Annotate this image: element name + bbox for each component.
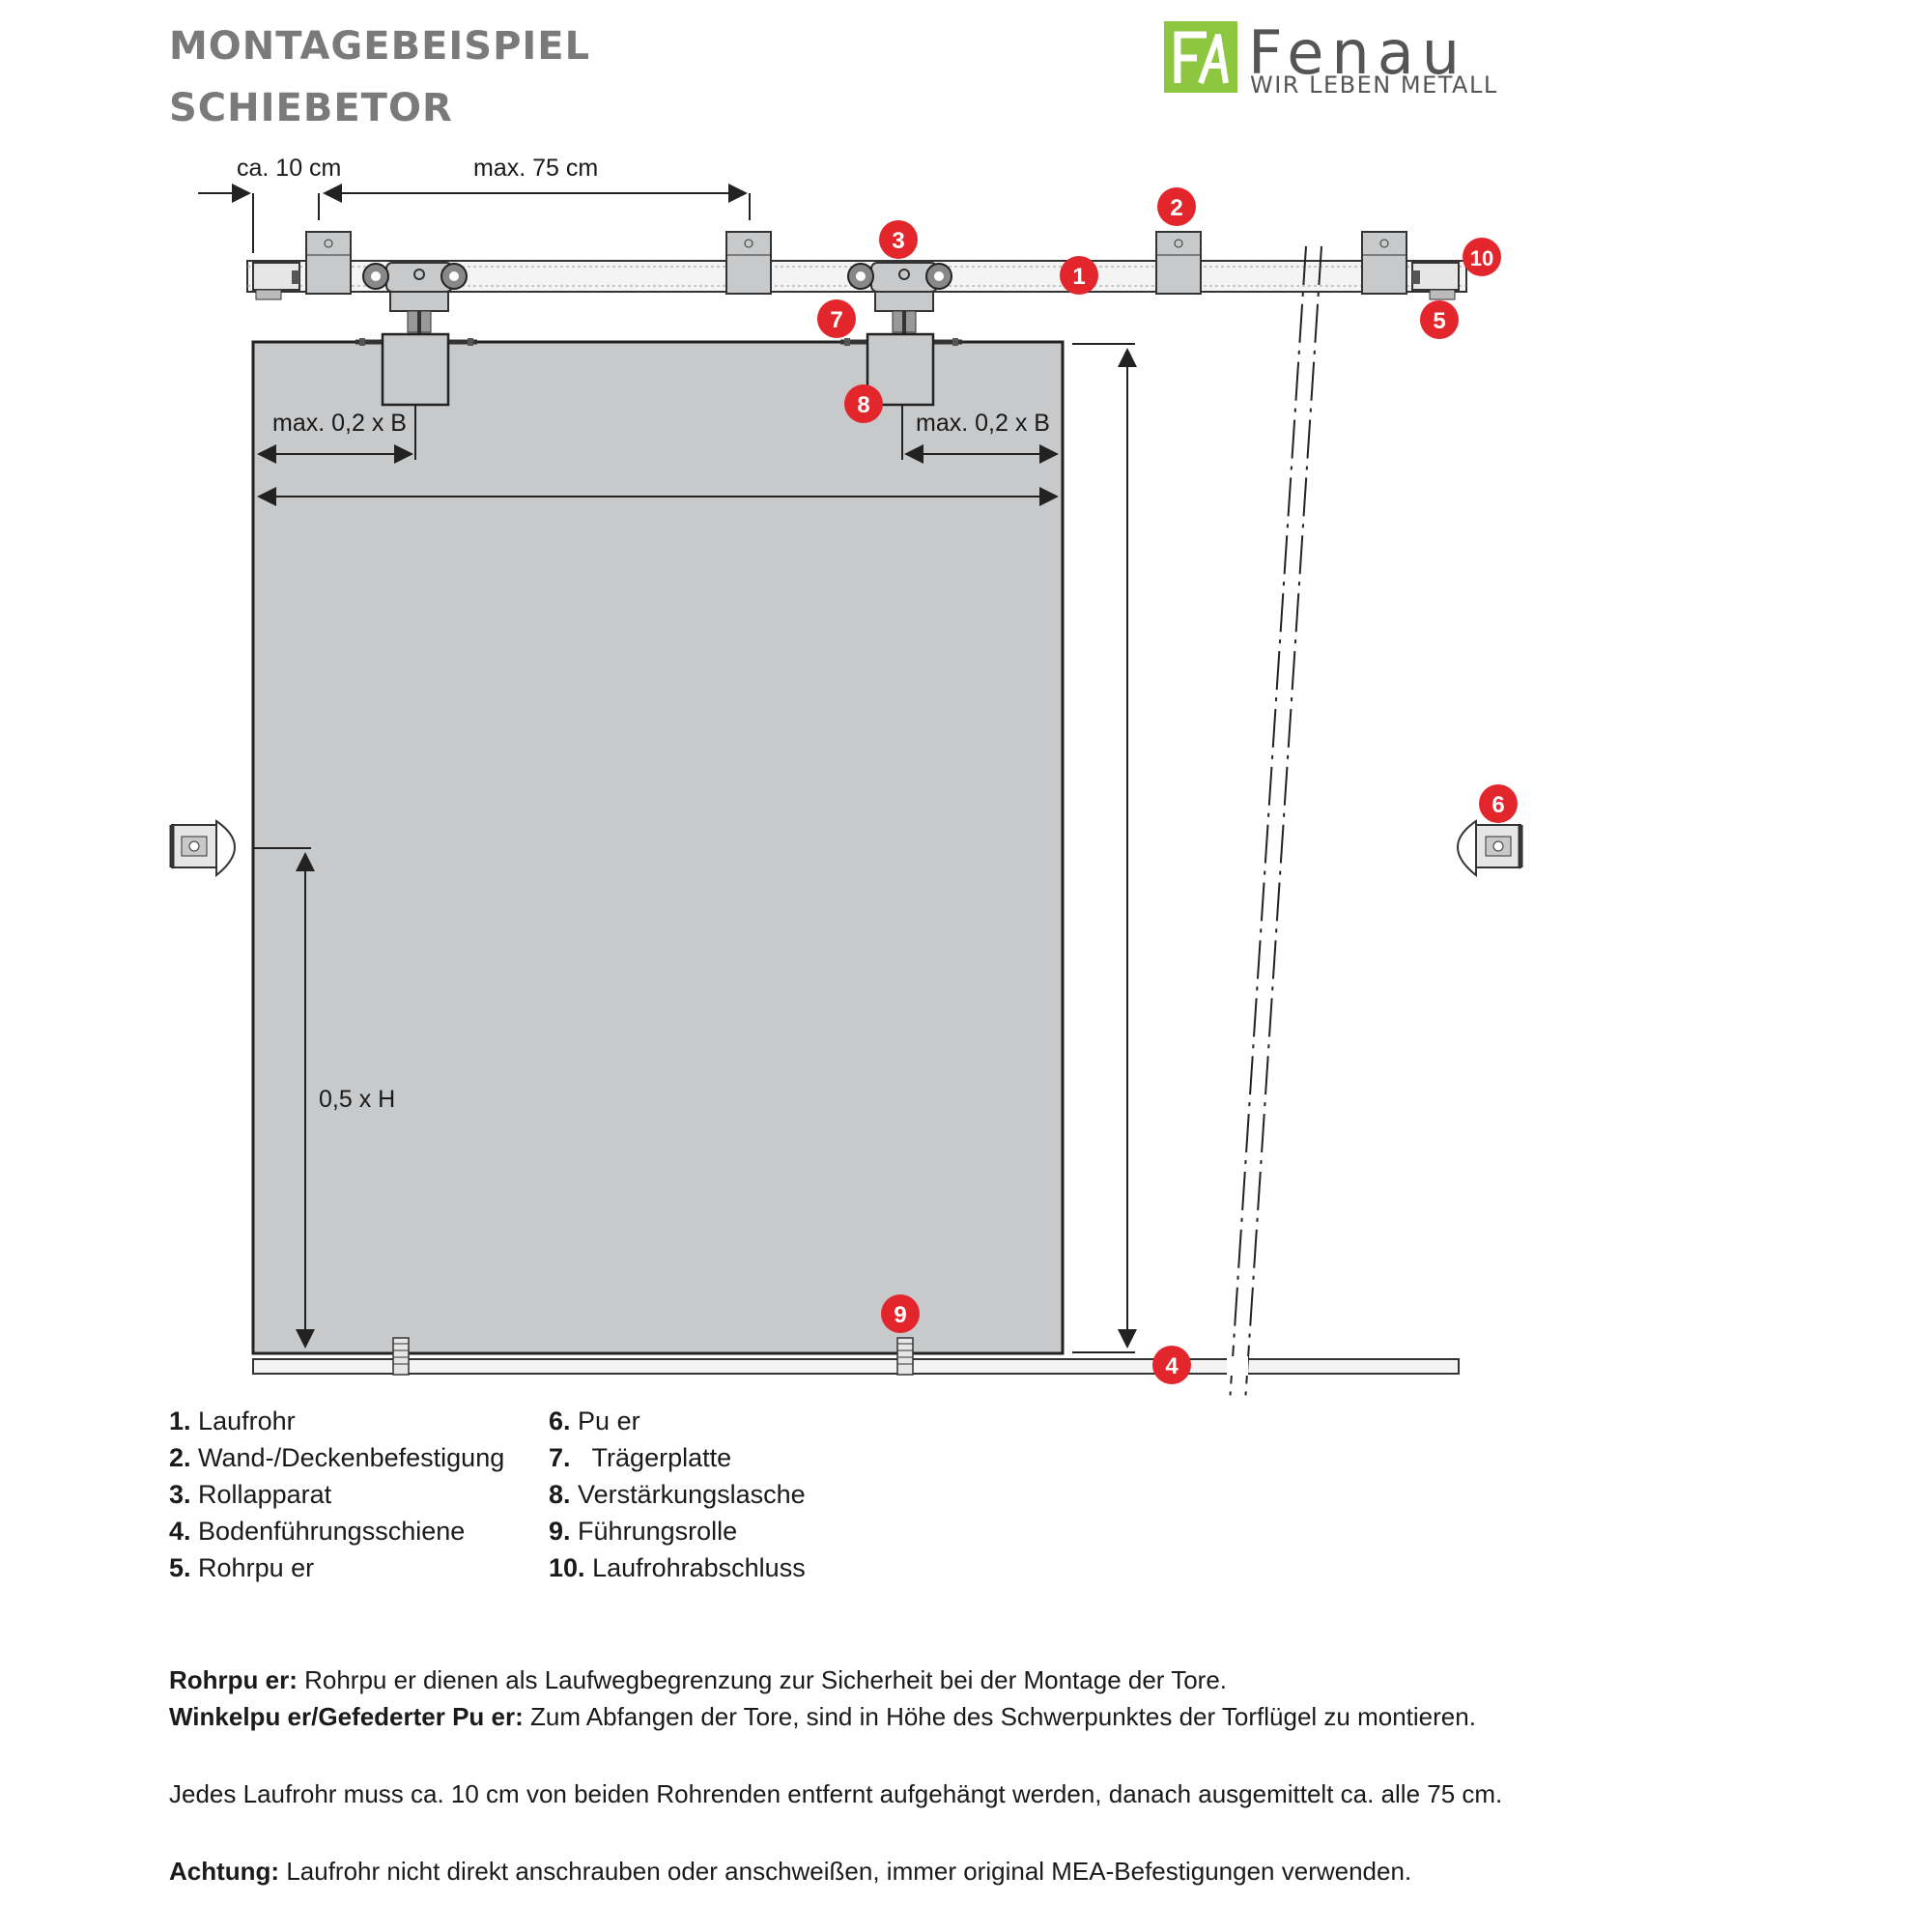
legend-item: 8. Verstärkungslasche (549, 1480, 806, 1509)
rail-end-stopper-right (1411, 262, 1460, 300)
callout-4: 4 (1152, 1346, 1191, 1384)
floor-guide-rail (252, 1358, 1460, 1375)
note-mounting-distance: Jedes Laufrohr muss ca. 10 cm von beiden… (169, 1779, 1503, 1808)
guide-roller-right (896, 1337, 914, 1376)
svg-text:5: 5 (1433, 308, 1445, 334)
dim-left-roller-offset: max. 0,2 x B (272, 410, 407, 437)
callout-3: 3 (879, 220, 918, 259)
logo-tagline: WIR LEBEN METALL (1250, 71, 1498, 99)
callout-1: 1 (1060, 256, 1098, 295)
legend-column-1: 1. Laufrohr 2. Wand-/Deckenbefestigung 3… (169, 1403, 504, 1586)
wall-bracket (725, 231, 772, 295)
svg-text:9: 9 (894, 1302, 906, 1328)
legend-column-2: 6. Pu er 7. Trägerplatte 8. Verstärkungs… (549, 1403, 806, 1586)
note-tube-stopper: Rohrpu er: Rohrpu er dienen als Laufwegb… (169, 1665, 1228, 1694)
logo-mark-icon (1164, 21, 1237, 93)
svg-text:4: 4 (1165, 1353, 1179, 1379)
roller-carriage-left (362, 262, 468, 342)
callout-9: 9 (881, 1294, 920, 1333)
legend-item: 10. Laufrohrabschluss (549, 1553, 806, 1582)
svg-text:10: 10 (1470, 246, 1493, 270)
rail-end-stopper-left (252, 262, 300, 300)
page-title-line1: MONTAGEBEISPIEL (169, 24, 591, 69)
page-title-line2: SCHIEBETOR (169, 86, 453, 130)
svg-text:2: 2 (1170, 195, 1182, 221)
note-warning: Achtung: Laufrohr nicht direkt anschraub… (169, 1857, 1412, 1886)
wall-bracket (305, 231, 352, 295)
dim-end-offset: ca. 10 cm (237, 155, 341, 182)
legend-item: 2. Wand-/Deckenbefestigung (169, 1443, 505, 1472)
svg-text:6: 6 (1492, 792, 1504, 818)
buffer-left (169, 819, 236, 878)
wall-bracket (1361, 231, 1407, 295)
legend-item: 6. Pu er (549, 1406, 640, 1435)
callout-8: 8 (844, 384, 883, 423)
dim-right-roller-offset: max. 0,2 x B (916, 410, 1050, 437)
legend-item: 5. Rohrpu er (169, 1553, 315, 1582)
dim-spacing: max. 75 cm (473, 155, 598, 182)
guide-roller-left (392, 1337, 410, 1376)
legend-item: 9. Führungsrolle (549, 1517, 738, 1546)
svg-text:7: 7 (830, 307, 842, 333)
dim-stop-height: 0,5 x H (319, 1086, 395, 1113)
callout-5: 5 (1420, 300, 1459, 339)
legend-item: 1. Laufrohr (169, 1406, 296, 1435)
legend-item: 3. Rollapparat (169, 1480, 332, 1509)
legend-item: 7. Trägerplatte (549, 1443, 732, 1472)
note-angle-buffer: Winkelpu er/Gefederter Pu er: Zum Abfang… (169, 1702, 1476, 1731)
dimension-lines (198, 184, 1137, 1353)
sliding-gate-diagram: ca. 10 cm max. 75 cm max. 0,2 x B max. 0… (169, 155, 1523, 1404)
break-lines (1229, 245, 1322, 1404)
callout-2: 2 (1157, 187, 1196, 226)
wall-bracket (1155, 231, 1202, 295)
svg-text:8: 8 (857, 392, 869, 418)
callout-10: 10 (1463, 238, 1501, 276)
callout-6: 6 (1479, 784, 1518, 823)
gate-panel (251, 340, 1065, 1355)
callout-7: 7 (817, 299, 856, 338)
logo-name: Fenau (1248, 17, 1467, 88)
buffer-right (1457, 819, 1523, 878)
svg-text:1: 1 (1072, 264, 1085, 290)
legend-item: 4. Bodenführungsschiene (169, 1517, 466, 1546)
reinforcement-bracket-left (381, 332, 450, 407)
roller-carriage-right (847, 262, 952, 342)
svg-text:3: 3 (892, 228, 904, 254)
